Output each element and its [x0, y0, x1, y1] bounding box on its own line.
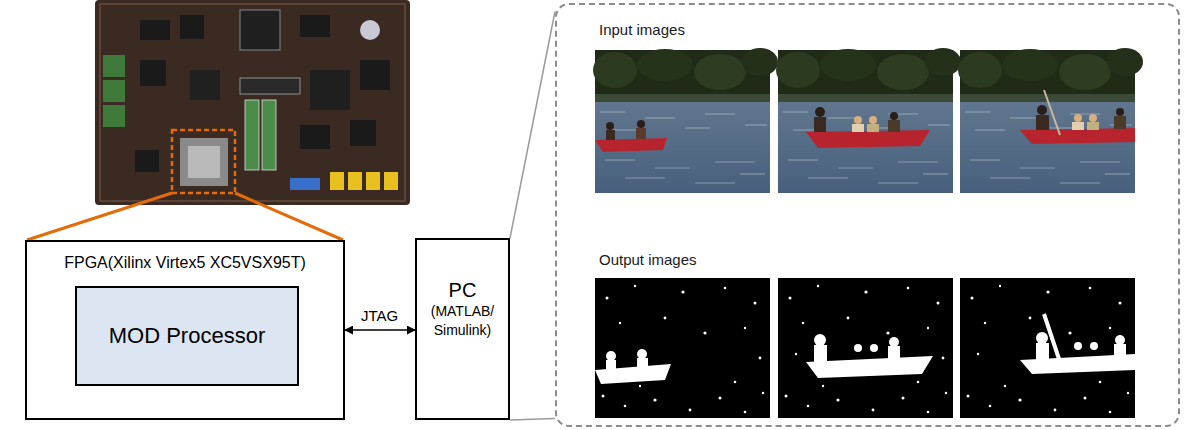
processor-box: MOD Processor	[75, 286, 299, 386]
zoom-line	[510, 419, 555, 420]
pc-box: PC(MATLAB/ Simulink)	[415, 238, 510, 420]
zoom-marker	[27, 130, 343, 240]
node-title: MOD Processor	[109, 323, 265, 349]
node-title: PC	[449, 278, 477, 302]
node-title: Input images	[599, 21, 685, 38]
input-image	[958, 48, 1143, 193]
output-image	[595, 278, 770, 418]
fpga-box: FPGA(Xilinx Virtex5 XC5VSX95T) MOD Proces…	[25, 240, 345, 420]
output-image	[960, 278, 1135, 418]
fpga-board	[95, 0, 410, 205]
input-image	[593, 48, 778, 193]
image-panel: Input imagesOutput images	[555, 3, 1180, 427]
input-image	[776, 48, 961, 193]
zoom-line	[510, 11, 555, 238]
edge-label: JTAG	[360, 307, 399, 324]
node-title: FPGA(Xilinx Virtex5 XC5VSX95T)	[27, 254, 343, 272]
link-arrow	[345, 329, 415, 331]
node-text: (MATLAB/ Simulink)	[424, 302, 502, 340]
node-text: Output images	[599, 251, 697, 268]
output-image	[778, 278, 953, 418]
